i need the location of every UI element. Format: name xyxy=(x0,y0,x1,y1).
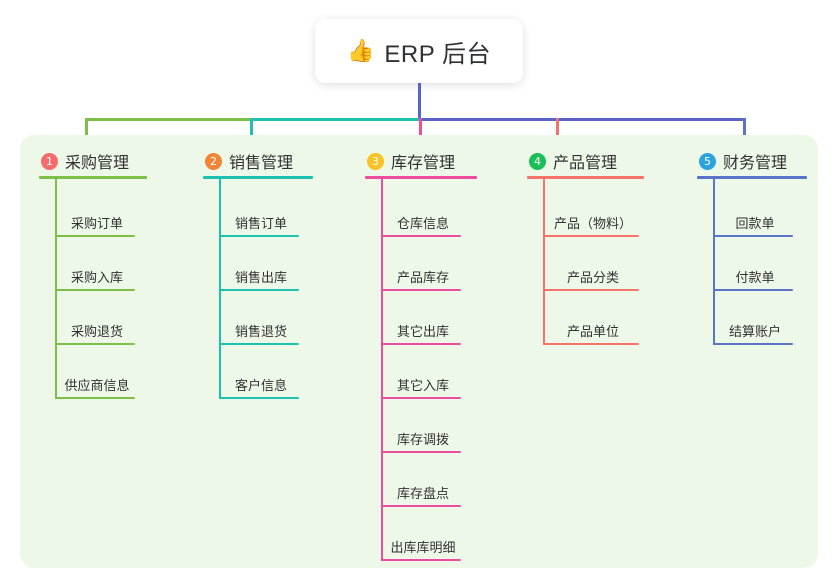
leaf-item-1-1[interactable]: 采购订单 xyxy=(70,216,123,231)
branch-number-badge-2: 2 xyxy=(205,152,222,170)
branch-header-5[interactable]: 5 财务管理 xyxy=(697,148,787,174)
leaf-item-1-3[interactable]: 采购退货 xyxy=(70,324,123,339)
branch-spine-3 xyxy=(381,176,383,561)
branch-header-label-5: 财务管理 xyxy=(723,155,788,172)
branch-header-label-2: 销售管理 xyxy=(229,155,294,172)
leaf-item-5-3[interactable]: 结算账户 xyxy=(728,324,781,339)
bus-line-segment-2 xyxy=(250,118,419,121)
thumbs-up-icon: 👍 xyxy=(347,38,375,63)
root-node-label: ERP 后台 xyxy=(384,40,491,68)
leaf-item-3-3[interactable]: 其它出库 xyxy=(396,324,449,339)
leaf-rule-2-3 xyxy=(219,343,299,345)
branch-header-2[interactable]: 2 销售管理 xyxy=(203,148,293,174)
leaf-item-4-2[interactable]: 产品分类 xyxy=(566,270,619,285)
branch-header-label-3: 库存管理 xyxy=(391,155,456,172)
branch-header-4[interactable]: 4 产品管理 xyxy=(527,148,617,174)
branch-header-1[interactable]: 1 采购管理 xyxy=(39,148,129,174)
leaf-rule-1-1 xyxy=(55,235,135,237)
leaf-rule-3-3 xyxy=(381,343,461,345)
branch-number-badge-5: 5 xyxy=(699,152,716,170)
leaf-rule-3-4 xyxy=(381,397,461,399)
branch-header-3[interactable]: 3 库存管理 xyxy=(365,148,455,174)
leaf-item-2-3[interactable]: 销售退货 xyxy=(234,324,287,339)
drop-stub-col-2 xyxy=(250,118,253,147)
root-node-erp-backend[interactable]: 👍 ERP 后台 xyxy=(315,19,523,83)
leaf-rule-2-2 xyxy=(219,289,299,291)
leaf-item-3-6[interactable]: 库存盘点 xyxy=(396,486,449,501)
branch-spine-2 xyxy=(219,176,221,399)
leaf-rule-1-2 xyxy=(55,289,135,291)
leaf-rule-2-4 xyxy=(219,397,299,399)
leaf-item-3-2[interactable]: 产品库存 xyxy=(396,270,449,285)
leaf-item-1-4[interactable]: 供应商信息 xyxy=(64,378,130,393)
leaf-item-3-1[interactable]: 仓库信息 xyxy=(396,216,449,231)
branch-number-badge-4: 4 xyxy=(529,152,546,170)
trunk-line-vertical xyxy=(418,83,421,118)
bus-line-segment-3 xyxy=(419,118,745,121)
leaf-rule-3-1 xyxy=(381,235,461,237)
leaf-rule-3-5 xyxy=(381,451,461,453)
branch-spine-5 xyxy=(713,176,715,345)
leaf-item-2-1[interactable]: 销售订单 xyxy=(234,216,287,231)
leaf-rule-5-3 xyxy=(713,343,793,345)
leaf-rule-4-1 xyxy=(543,235,639,237)
leaf-rule-5-1 xyxy=(713,235,793,237)
leaf-item-5-2[interactable]: 付款单 xyxy=(735,270,775,285)
leaf-rule-4-3 xyxy=(543,343,639,345)
leaf-rule-1-3 xyxy=(55,343,135,345)
leaf-rule-3-6 xyxy=(381,505,461,507)
branch-spine-1 xyxy=(55,176,57,399)
leaf-item-2-4[interactable]: 客户信息 xyxy=(234,378,287,393)
root-node-content: 👍 ERP 后台 xyxy=(347,34,491,69)
branch-header-label-4: 产品管理 xyxy=(553,155,618,172)
branch-header-label-1: 采购管理 xyxy=(65,155,130,172)
branch-header-rule-5 xyxy=(697,176,807,179)
branch-header-rule-3 xyxy=(365,176,477,179)
leaf-rule-1-4 xyxy=(55,397,135,399)
leaf-rule-2-1 xyxy=(219,235,299,237)
leaf-rule-3-7 xyxy=(381,559,461,561)
drop-stub-col-4 xyxy=(556,118,559,147)
leaf-rule-3-2 xyxy=(381,289,461,291)
leaf-item-3-4[interactable]: 其它入库 xyxy=(396,378,449,393)
branch-number-badge-3: 3 xyxy=(367,152,384,170)
branches-panel: 1 采购管理采购订单采购入库采购退货供应商信息 2 销售管理销售订单销售出库销售退货客… xyxy=(20,135,818,568)
branch-header-rule-2 xyxy=(203,176,313,179)
drop-stub-col-5 xyxy=(743,118,746,147)
branch-header-rule-4 xyxy=(527,176,644,179)
drop-stub-col-1 xyxy=(85,118,88,147)
bus-line-segment-1 xyxy=(85,118,250,121)
leaf-item-1-2[interactable]: 采购入库 xyxy=(70,270,123,285)
leaf-item-4-1[interactable]: 产品（物料） xyxy=(553,216,632,231)
drop-stub-col-3 xyxy=(419,118,422,147)
branch-spine-4 xyxy=(543,176,545,345)
leaf-item-3-7[interactable]: 出库库明细 xyxy=(390,540,456,555)
leaf-item-5-1[interactable]: 回款单 xyxy=(735,216,775,231)
leaf-rule-5-2 xyxy=(713,289,793,291)
leaf-rule-4-2 xyxy=(543,289,639,291)
leaf-item-3-5[interactable]: 库存调拨 xyxy=(396,432,449,447)
branch-number-badge-1: 1 xyxy=(41,152,58,170)
leaf-item-2-2[interactable]: 销售出库 xyxy=(234,270,287,285)
leaf-item-4-3[interactable]: 产品单位 xyxy=(566,324,619,339)
branch-header-rule-1 xyxy=(39,176,147,179)
